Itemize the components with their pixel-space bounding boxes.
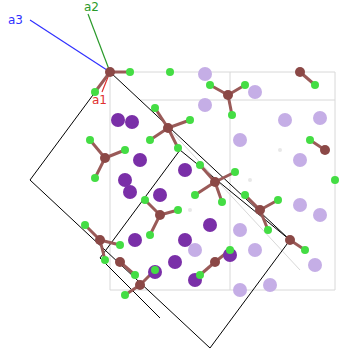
axis-label: a1 xyxy=(92,94,107,106)
cell-outline xyxy=(30,72,290,348)
cell-outline-pale xyxy=(110,72,335,290)
atoms-green xyxy=(81,68,339,299)
axis-label: a2 xyxy=(84,1,99,13)
atoms-pale xyxy=(188,67,327,297)
atoms-metal xyxy=(95,67,330,290)
bonds xyxy=(85,72,325,295)
axis-label: a3 xyxy=(8,14,23,26)
axes xyxy=(30,14,110,92)
atoms-purple xyxy=(111,113,237,287)
